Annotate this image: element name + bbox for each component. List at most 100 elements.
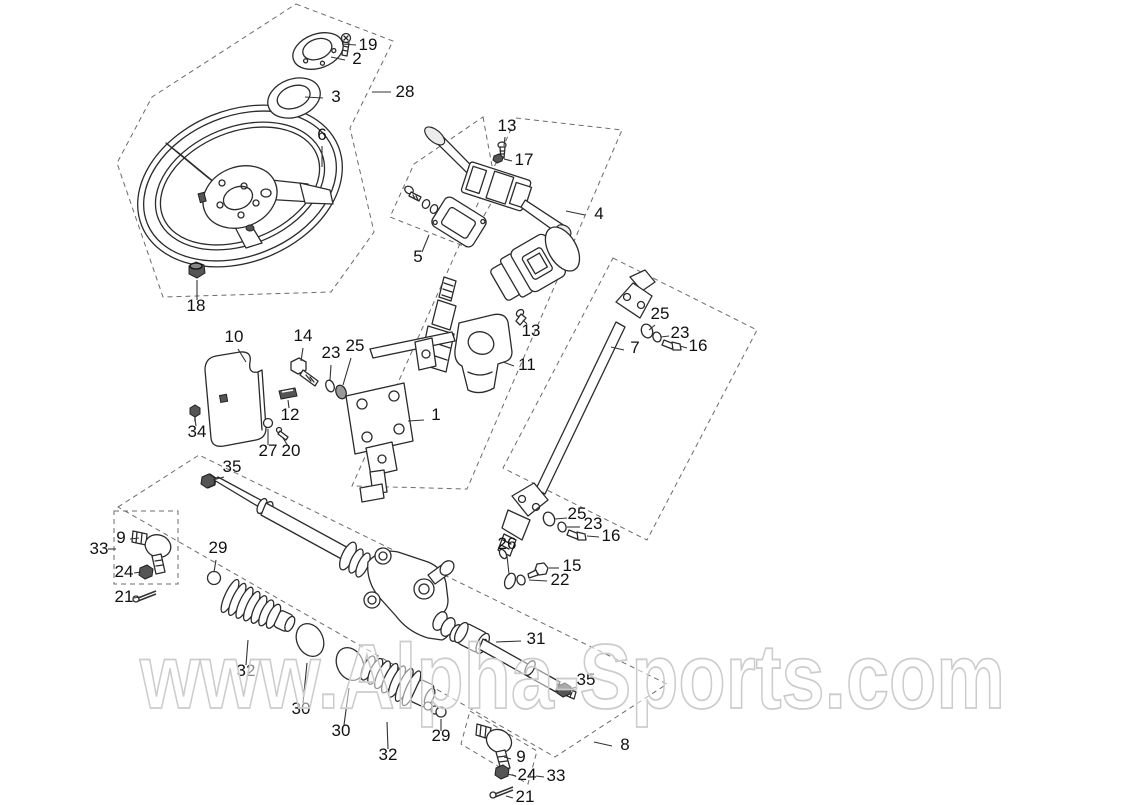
screw-20-drawing (275, 426, 289, 441)
callout-4: 4 (565, 204, 604, 223)
callout-25-bottom: 25 (554, 504, 587, 523)
boundary-column-assembly (351, 117, 623, 490)
callout-30-a: 30 (292, 662, 310, 718)
callout-25-left: 25 (342, 336, 364, 386)
svg-text:3: 3 (331, 87, 340, 106)
switch-nut-drawing (492, 153, 504, 164)
boot-32-left (220, 578, 296, 632)
callout-28: 28 (372, 82, 414, 101)
holder-screw-drawing (515, 308, 527, 326)
clip-12-drawing (278, 387, 298, 400)
svg-text:26: 26 (498, 534, 517, 553)
svg-text:14: 14 (294, 326, 313, 345)
callout-35-left: 35 (212, 457, 241, 481)
svg-text:32: 32 (379, 745, 398, 764)
boundary-tie-rod-kit-right (460, 710, 538, 785)
callout-34: 34 (188, 418, 207, 441)
callout-26: 26 (498, 534, 517, 575)
svg-text:13: 13 (522, 321, 541, 340)
svg-text:19: 19 (359, 35, 378, 54)
callout-3: 3 (304, 87, 341, 106)
callout-29-right: 29 (432, 719, 450, 745)
callout-25-top: 25 (648, 304, 669, 331)
callout-21-right: 21 (505, 787, 535, 805)
svg-text:7: 7 (630, 338, 639, 357)
svg-text:20: 20 (282, 441, 301, 460)
callout-16-bottom: 16 (586, 526, 620, 545)
callout-33-left: 33 (90, 539, 116, 558)
svg-text:1: 1 (431, 405, 440, 424)
callout-13-top: 13 (498, 116, 517, 147)
lock-nut-35-right (556, 682, 572, 698)
svg-text:18: 18 (187, 296, 206, 315)
boundary-wheel-assembly (116, 3, 394, 298)
bolt-15-drawing (527, 562, 549, 579)
boot-32-right (360, 655, 436, 708)
svg-text:12: 12 (281, 405, 300, 424)
boot-ring-30-b (335, 646, 365, 682)
horn-contact-ring-drawing (292, 32, 344, 70)
callout-15: 15 (549, 556, 581, 575)
svg-text:24: 24 (518, 765, 537, 784)
svg-text:4: 4 (594, 204, 603, 223)
callout-9-right: 9 (503, 747, 526, 766)
callout-17: 17 (503, 150, 534, 169)
svg-text:10: 10 (225, 327, 244, 346)
boot-ring-30-a (295, 622, 325, 658)
svg-text:9: 9 (116, 528, 125, 547)
o-ring-25-bottom (542, 511, 556, 527)
callout-20: 20 (282, 437, 301, 460)
relay-o-ring-1 (421, 199, 431, 209)
svg-text:25: 25 (568, 504, 587, 523)
callout-31: 31 (495, 629, 545, 648)
o-ring-25-left (335, 384, 347, 400)
o-ring-25-top (640, 323, 654, 339)
callout-16-top: 16 (679, 336, 707, 355)
boot-collar-ring-a (423, 701, 433, 711)
boundary-shaft-assembly (502, 257, 758, 541)
tie-rod-end-right (475, 723, 514, 799)
cotter-pin-right (489, 786, 514, 799)
callout-21-left: 21 (115, 587, 141, 606)
callout-22: 22 (528, 570, 569, 589)
cotter-pin-left (132, 590, 157, 603)
svg-text:17: 17 (515, 150, 534, 169)
wheel-nut-drawing (188, 261, 206, 279)
svg-text:30: 30 (332, 721, 351, 740)
column-holder-drawing (454, 313, 513, 394)
callout-9-left: 9 (116, 528, 140, 547)
callout-23-bottom: 23 (567, 514, 602, 533)
svg-text:34: 34 (188, 422, 207, 441)
horn-ring-drawing (267, 77, 321, 119)
o-ring-23-top (652, 331, 662, 343)
callout-1: 1 (407, 405, 441, 424)
tie-rod-end-left (131, 530, 172, 603)
callout-6: 6 (317, 125, 327, 167)
callout-19: 19 (341, 35, 378, 54)
o-ring-29-left (206, 570, 222, 586)
callout-27: 27 (259, 429, 277, 460)
callout-24-right: 24 (506, 765, 537, 784)
callout-23-left: 23 (322, 343, 341, 381)
svg-text:2: 2 (352, 49, 361, 68)
lock-nut-35-left (200, 473, 216, 489)
svg-text:21: 21 (115, 587, 134, 606)
ignition-switch-drawing (490, 226, 581, 301)
callout-14: 14 (294, 326, 313, 362)
svg-text:8: 8 (620, 735, 629, 754)
washer-23-left (325, 379, 335, 393)
svg-text:23: 23 (584, 514, 603, 533)
svg-text:21: 21 (516, 787, 535, 805)
steering-wheel-spokes (165, 142, 334, 249)
turn-signal-switch-drawing (424, 126, 572, 239)
bolt-16-top (661, 339, 682, 351)
o-ring-23-bottom (557, 521, 567, 533)
bolt-14-drawing (290, 357, 319, 387)
svg-text:13: 13 (498, 116, 517, 135)
svg-text:5: 5 (413, 247, 422, 266)
washer-22-drawing (516, 574, 526, 586)
svg-text:23: 23 (322, 343, 341, 362)
svg-text:32: 32 (237, 661, 256, 680)
callout-7: 7 (610, 338, 640, 357)
